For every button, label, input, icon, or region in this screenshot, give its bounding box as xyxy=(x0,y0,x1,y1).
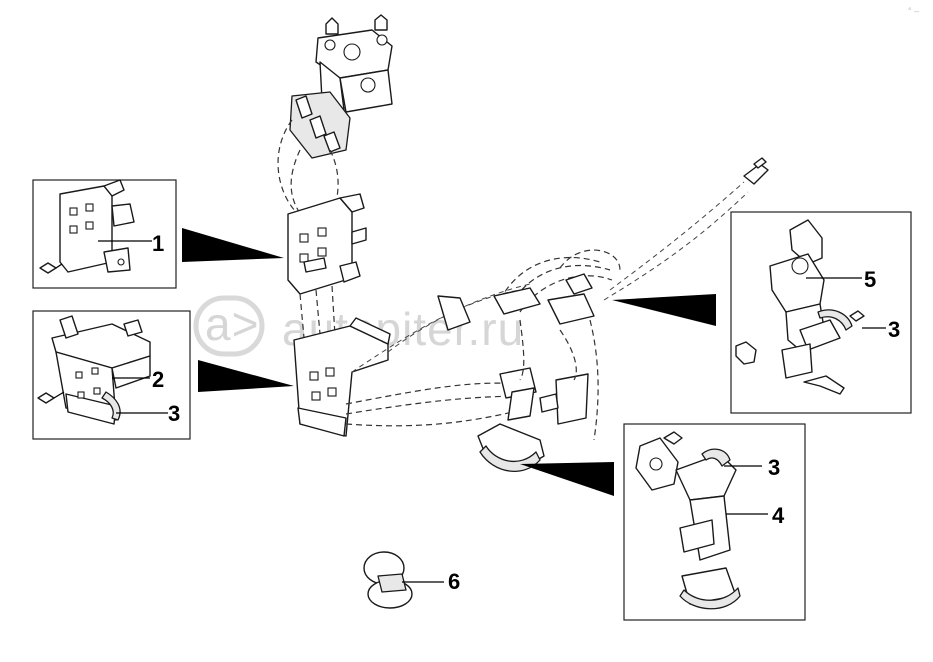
corner-mark: ° – xyxy=(908,6,919,16)
callout-5: 5 xyxy=(864,267,876,292)
pointer-arrow-4 xyxy=(520,462,614,496)
bolt-icon xyxy=(803,375,845,395)
callout-6: 6 xyxy=(448,569,460,594)
harness-cluster xyxy=(437,181,749,441)
bracket-lower-installed xyxy=(293,317,391,437)
watermark-logo-text: a> xyxy=(205,298,259,350)
nut-icon xyxy=(735,341,757,365)
hose-clamp-6 xyxy=(363,551,444,609)
bracket-upper-installed xyxy=(287,193,367,295)
callout-3c: 3 xyxy=(768,455,780,480)
pointer-arrow-5 xyxy=(612,294,716,326)
pointer-arrow-1 xyxy=(182,228,284,262)
valve-modulator xyxy=(277,14,393,217)
tube-fitting xyxy=(743,163,769,185)
callout-4: 4 xyxy=(772,503,785,528)
callout-3a: 3 xyxy=(168,401,180,426)
detail-frame-1 xyxy=(32,179,177,289)
callout-3b: 3 xyxy=(888,317,900,342)
detail-frame-2 xyxy=(32,310,191,440)
bolt-icon xyxy=(663,431,683,445)
main-assembly xyxy=(277,14,769,472)
watermark-logo-frame xyxy=(193,295,265,357)
detail-frame-4 xyxy=(623,423,806,621)
detail-frame-5 xyxy=(730,211,912,414)
pointer-arrow-2 xyxy=(198,360,294,392)
callout-2: 2 xyxy=(152,367,164,392)
callout-1: 1 xyxy=(152,231,164,256)
